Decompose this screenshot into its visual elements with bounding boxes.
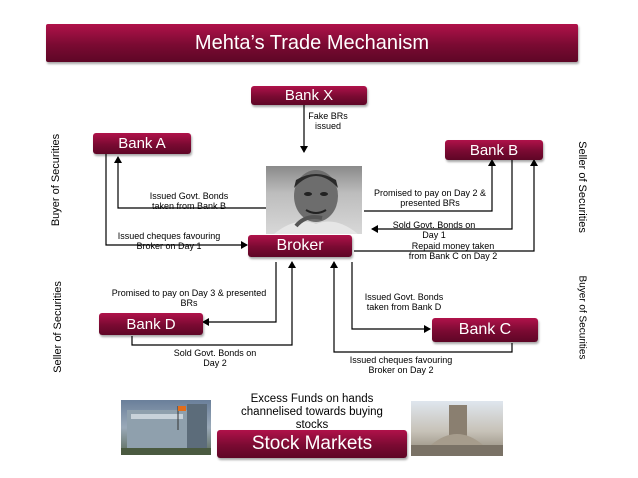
label-promised-b: Promised to pay on Day 2 &presented BRs [373,188,487,208]
person-portrait-icon [274,170,358,234]
arrow-govt-bonds-c [351,262,431,333]
label-excess-funds: Excess Funds on hands channelised toward… [241,393,383,431]
broker-node: Broker [248,235,352,257]
side-label-buyer-right: Buyer of Securities [576,275,588,360]
side-label-seller-left: Seller of Securities [52,281,64,373]
arrow-promised-b [364,159,496,212]
arrow-govt-bonds-a [114,156,266,209]
bank-c-node: Bank C [432,318,538,342]
arrow-promised-d [202,262,277,326]
bank-x-node: Bank X [251,86,367,105]
broker-photo [266,166,362,234]
arrow-sold-b [371,160,513,233]
bank-a-node: Bank A [93,133,191,154]
arrow-repaid-b [354,159,538,252]
side-label-buyer-left: Buyer of Securities [50,133,62,227]
bse-tower-image [411,401,503,456]
building-icon [121,404,211,455]
tower-icon [411,405,503,456]
stock-exchange-building-image [121,400,211,455]
arrow-sold-d [131,261,296,346]
arrow-cheques-c [330,261,513,353]
diagram-title: Mehta’s Trade Mechanism [46,24,578,62]
arrow-cheques-a [105,154,248,249]
stock-markets-node: Stock Markets [217,430,407,458]
bank-b-node: Bank B [445,140,543,160]
side-label-seller-right: Seller of Securities [576,141,588,233]
bank-d-node: Bank D [99,313,203,335]
